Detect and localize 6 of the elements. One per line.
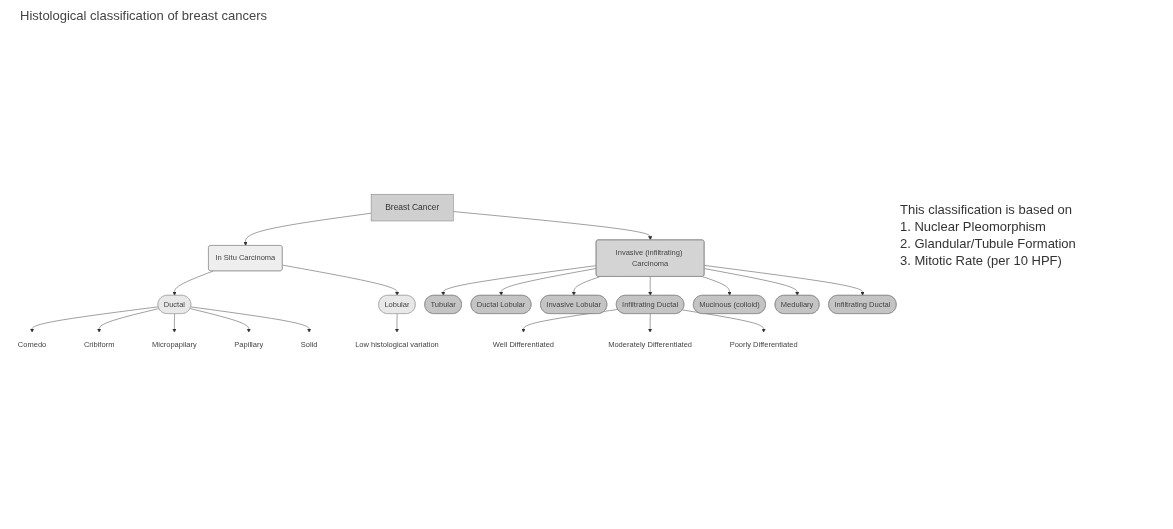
- note-text: 2. Glandular/Tubule Formation: [900, 236, 1077, 251]
- diagram-title: Histological classification of breast cancers: [20, 8, 268, 23]
- note-text: 3. Mitotic Rate (per 10 HPF): [900, 253, 1063, 268]
- node-box: Breast Cancer: [370, 193, 454, 222]
- note-text: 1. Nuclear Pleomorphism: [900, 219, 1047, 234]
- note-text: This classification is based on: [900, 202, 1073, 217]
